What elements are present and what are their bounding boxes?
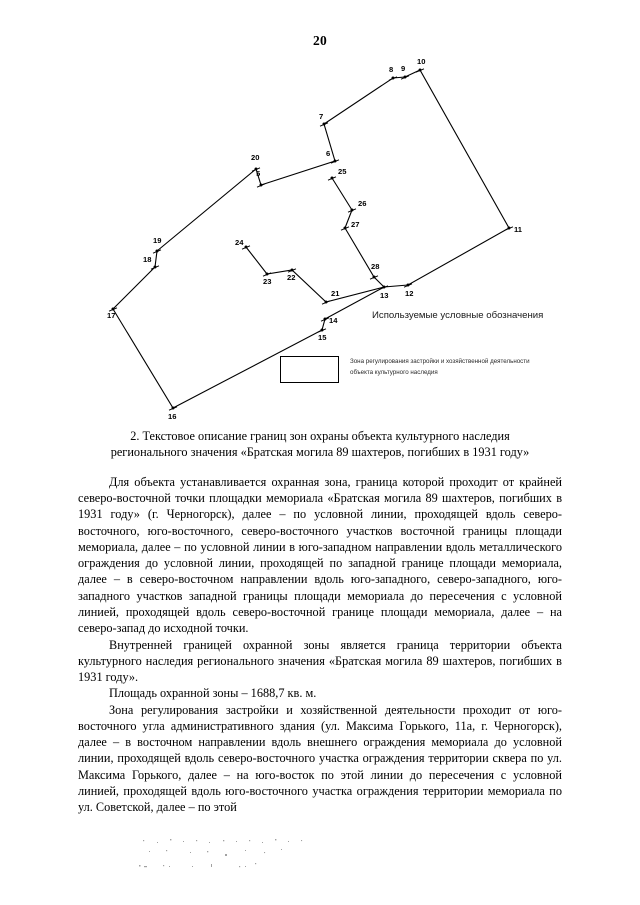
document-body: 2. Текстовое описание границ зон охраны …: [78, 428, 562, 816]
vertex-marker: [251, 167, 261, 172]
vertex-label: 6: [326, 149, 330, 158]
vertex-marker: [327, 176, 337, 181]
vertex-label: 8: [389, 65, 393, 74]
vertex-label: 25: [338, 167, 347, 176]
vertex-label: 9: [401, 64, 405, 73]
vertex-marker: [287, 268, 297, 273]
vertex-marker: [379, 285, 389, 290]
vertex-marker: [168, 406, 178, 411]
vertex-label: 15: [318, 333, 327, 342]
vertex-marker: [256, 183, 266, 188]
vertex-marker: [317, 328, 327, 333]
vertex-label: 11: [514, 225, 523, 234]
vertex-marker: [347, 208, 357, 213]
vertex-marker: [340, 226, 350, 231]
vertex-marker: [319, 122, 329, 127]
vertex-label: 17: [107, 311, 115, 320]
vertex-label: 10: [417, 57, 425, 66]
legend-entry-label: Зона регулирования застройки и хозяйстве…: [350, 358, 530, 377]
vertex-marker: [330, 159, 340, 164]
paragraph: Внутренней границей охранной зоны являет…: [78, 637, 562, 685]
vertex-label: 20: [251, 153, 259, 162]
legend-entry: Зона регулирования застройки и хозяйстве…: [280, 356, 545, 383]
vertex-marker: [403, 283, 413, 288]
vertex-marker: [241, 245, 251, 250]
vertex-label: 14: [329, 316, 338, 325]
vertex-marker: [388, 76, 398, 81]
vertex-label: 19: [153, 236, 161, 245]
paragraph: Для объекта устанавливается охранная зон…: [78, 474, 562, 636]
legend: Используемые условные обозначения Зона р…: [280, 310, 545, 383]
vertex-marker: [321, 300, 331, 305]
scan-speckle-artifacts: [139, 839, 303, 868]
vertex-marker: [150, 265, 160, 270]
vertex-label: 27: [351, 220, 359, 229]
vertex-marker: [504, 226, 514, 231]
vertex-label: 23: [263, 277, 271, 286]
vertex-label: 21: [331, 289, 340, 298]
vertex-label: 16: [168, 412, 176, 421]
paragraph: Зона регулирования застройки и хозяйстве…: [78, 702, 562, 815]
vertex-marker: [108, 307, 118, 312]
vertex-label: 18: [143, 255, 151, 264]
vertex-label: 5: [256, 169, 261, 178]
vertex-label: 28: [371, 262, 379, 271]
vertex-markers: [108, 68, 514, 411]
vertex-label: 26: [358, 199, 366, 208]
vertex-label: 24: [235, 238, 244, 247]
vertex-label: 13: [380, 291, 388, 300]
section-heading-line-2: регионального значения «Братская могила …: [110, 445, 530, 460]
section-heading-line-1: 2. Текстовое описание границ зон охраны …: [130, 429, 510, 443]
vertex-marker: [152, 249, 162, 254]
vertex-label: 22: [287, 273, 295, 282]
vertex-marker: [415, 68, 425, 73]
vertex-label: 7: [319, 112, 323, 121]
vertex-marker: [320, 317, 330, 322]
legend-title: Используемые условные обозначения: [372, 310, 544, 321]
legend-swatch-zone-rect: [280, 356, 339, 383]
paragraph: Площадь охранной зоны – 1688,7 кв. м.: [109, 686, 317, 701]
vertex-marker: [369, 275, 379, 280]
vertex-marker: [262, 272, 272, 277]
section-heading: 2. Текстовое описание границ зон охраны …: [78, 428, 562, 461]
vertex-label: 12: [405, 289, 413, 298]
vertex-marker: [400, 75, 410, 80]
page-number: 20: [312, 33, 328, 48]
